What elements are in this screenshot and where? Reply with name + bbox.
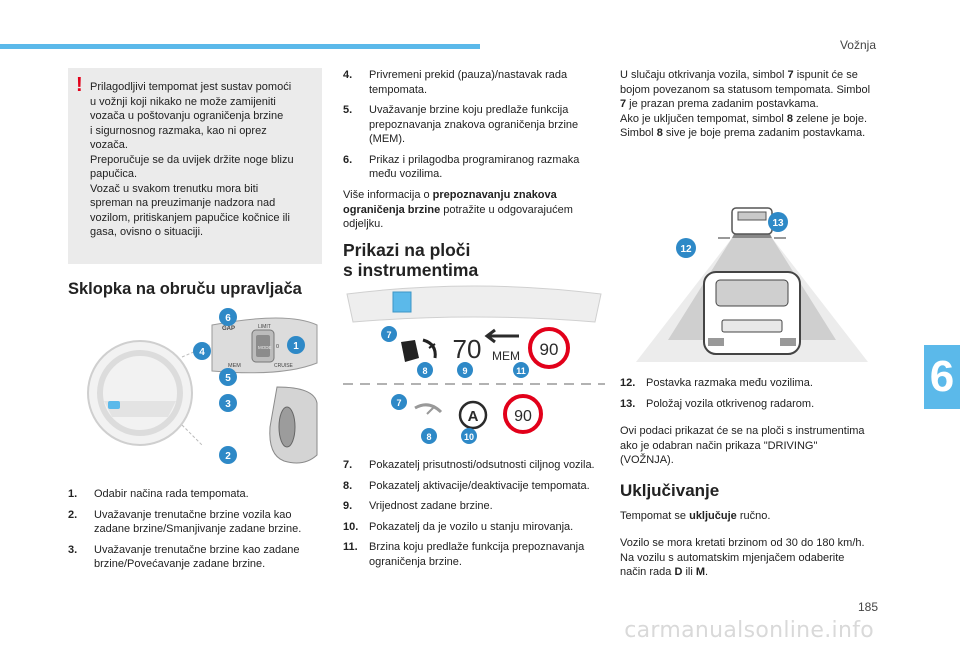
svg-text:6: 6 [225, 313, 231, 324]
callout-13: 13 [768, 212, 788, 232]
callout-2: 2 [219, 446, 237, 464]
instrument-panel-illustration: 70 MEM 90 7 8 9 11 A 90 7 8 10 [343, 285, 605, 444]
svg-text:2: 2 [225, 451, 231, 462]
cruise-label: CRUISE [274, 363, 294, 369]
svg-text:8: 8 [426, 432, 431, 442]
svg-text:3: 3 [225, 399, 231, 410]
watermark: carmanualsonline.info [624, 618, 874, 643]
callout-1: 1 [287, 336, 305, 354]
symbol-description: U slučaju otkrivanja vozila, simbol 7 is… [620, 69, 871, 139]
callout-7-bottom: 7 [391, 394, 407, 410]
callout-11: 11 [513, 362, 529, 378]
list-item: 11.Brzina koju predlaže funkcija prepozn… [343, 541, 585, 568]
svg-text:7: 7 [396, 398, 401, 408]
list-item: 9.Vrijednost zadane brzine. [343, 500, 493, 512]
limit-label: LIMIT [258, 324, 271, 330]
callout-12: 12 [676, 238, 696, 258]
list-item: 5.Uvažavanje brzine koju predlaže funkci… [343, 104, 579, 145]
list-item: 6.Prikaz i prilagodba programiranog razm… [343, 153, 580, 181]
callout-10: 10 [461, 428, 477, 444]
list-item: 3.Uvažavanje trenutačne brzine kao zadan… [68, 543, 300, 571]
svg-text:7: 7 [386, 330, 391, 340]
mode-label: MODE [258, 345, 272, 350]
callout-8-bottom: 8 [421, 428, 437, 444]
callout-6: 6 [219, 308, 237, 326]
chapter-tab: 6 [924, 345, 960, 409]
list-item: 10.Pokazatelj da je vozilo u stanju miro… [343, 520, 574, 533]
steering-switch-illustration: GAP LIMIT MEM CRUISE MODE 0 1 2 3 4 5 6 [87, 308, 318, 464]
manual-activation-text: Tempomat se uključuje ručno. [620, 510, 771, 522]
vehicle-distance-illustration: 12 13 [636, 200, 868, 362]
list-item: 12.Postavka razmaka među vozilima. [620, 377, 813, 389]
speed-limit-sign-top: 90 [540, 340, 559, 359]
target-vehicle-icon [401, 340, 419, 362]
gap-label: GAP [222, 326, 235, 332]
header-accent-bar [0, 44, 480, 49]
page-number: 185 [857, 600, 878, 614]
distance-list: 12.Postavka razmaka među vozilima. 13.Po… [620, 376, 870, 417]
steering-list: 1.Odabir načina rada tempomata. 2.Uvažav… [68, 487, 326, 578]
svg-text:12: 12 [680, 244, 692, 255]
svg-text:10: 10 [464, 432, 474, 442]
svg-text:4: 4 [199, 347, 205, 358]
svg-text:1: 1 [293, 341, 299, 352]
svg-text:8: 8 [422, 366, 427, 376]
mem-label: MEM [228, 363, 241, 369]
list-item: 1.Odabir načina rada tempomata. [68, 488, 249, 500]
callout-7: 7 [381, 326, 397, 342]
callout-4: 4 [193, 342, 211, 360]
list-item: 8.Pokazatelj aktivacije/deaktivacije tem… [343, 479, 590, 492]
vehicle-stopped-icon: A [468, 408, 479, 425]
svg-text:5: 5 [225, 373, 231, 384]
section-header: Vožnja [839, 38, 876, 52]
warning-box: ! Prilagodljivi tempomat jest sustav pom… [68, 68, 322, 264]
display-info-text: Ovi podaci prikazat će se na ploči s ins… [620, 425, 865, 466]
activation-title: Uključivanje [620, 481, 720, 500]
callout-5: 5 [219, 368, 237, 386]
warning-exclamation-icon: ! [76, 74, 83, 96]
list-item: 13.Položaj vozila otkrivenog radarom. [620, 397, 815, 410]
warning-text: Prilagodljivi tempomat jest sustav pomoć… [90, 81, 294, 238]
list-item: 2.Uvažavanje trenutačne brzine vozila ka… [68, 508, 302, 536]
mem-indicator: MEM [492, 349, 520, 363]
svg-text:9: 9 [462, 366, 467, 376]
svg-text:13: 13 [772, 218, 784, 229]
steering-list-continued: 4.Privremeni prekid (pauza)/nastavak rad… [343, 68, 603, 188]
callout-8: 8 [417, 362, 433, 378]
callout-9: 9 [457, 362, 473, 378]
callout-3: 3 [219, 394, 237, 412]
steering-switch-title: Sklopka na obruču upravljača [68, 280, 302, 298]
set-speed-value: 70 [453, 334, 482, 364]
list-item: 4.Privremeni prekid (pauza)/nastavak rad… [343, 69, 568, 96]
more-info-text: Više informacija o prepoznavanju znakova… [343, 189, 573, 230]
instrument-list: 7.Pokazatelj prisutnosti/odsutnosti cilj… [343, 458, 605, 575]
svg-text:11: 11 [516, 366, 526, 376]
zero-label: 0 [276, 344, 279, 350]
list-item: 7.Pokazatelj prisutnosti/odsutnosti cilj… [343, 459, 595, 471]
speed-requirement-text: Vozilo se mora kretati brzinom od 30 do … [620, 537, 865, 578]
speed-limit-sign-bottom: 90 [514, 408, 532, 425]
